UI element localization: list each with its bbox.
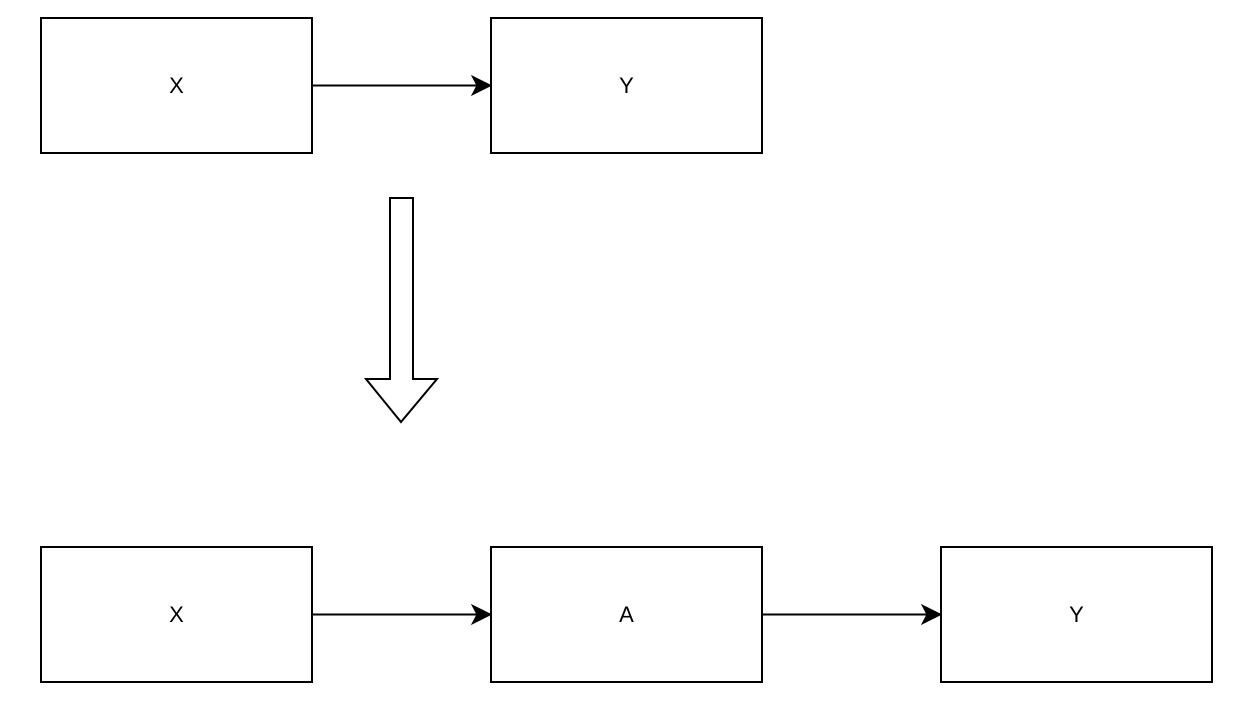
node-bottom-x-box <box>40 546 313 683</box>
edge-bottom-x-to-bottom-a-arrowhead <box>470 603 493 626</box>
node-bottom-a[interactable]: A <box>490 546 763 683</box>
node-top-y-box <box>490 17 763 154</box>
edge-bottom-a-to-bottom-y-arrowhead <box>920 603 943 626</box>
node-bottom-x-label: X <box>169 602 184 627</box>
node-top-x-box <box>40 17 313 154</box>
node-top-y[interactable]: Y <box>490 17 763 154</box>
node-top-y-label: Y <box>619 73 634 98</box>
edge-top-x-to-top-y <box>312 74 493 97</box>
edge-bottom-a-to-bottom-y <box>762 603 943 626</box>
edge-top-x-to-top-y-arrowhead <box>470 74 493 97</box>
node-bottom-y-box <box>940 546 1213 683</box>
node-bottom-y[interactable]: Y <box>940 546 1213 683</box>
node-bottom-y-label: Y <box>1069 602 1084 627</box>
node-top-x[interactable]: X <box>40 17 313 154</box>
node-bottom-a-label: A <box>619 602 634 627</box>
node-bottom-x[interactable]: X <box>40 546 313 683</box>
bottom-row: X A Y <box>40 546 1213 683</box>
top-row: X Y <box>40 17 763 154</box>
edge-bottom-x-to-bottom-a <box>312 603 493 626</box>
node-top-x-label: X <box>169 73 184 98</box>
node-bottom-a-box <box>490 546 763 683</box>
transform-down-arrow <box>363 197 440 424</box>
